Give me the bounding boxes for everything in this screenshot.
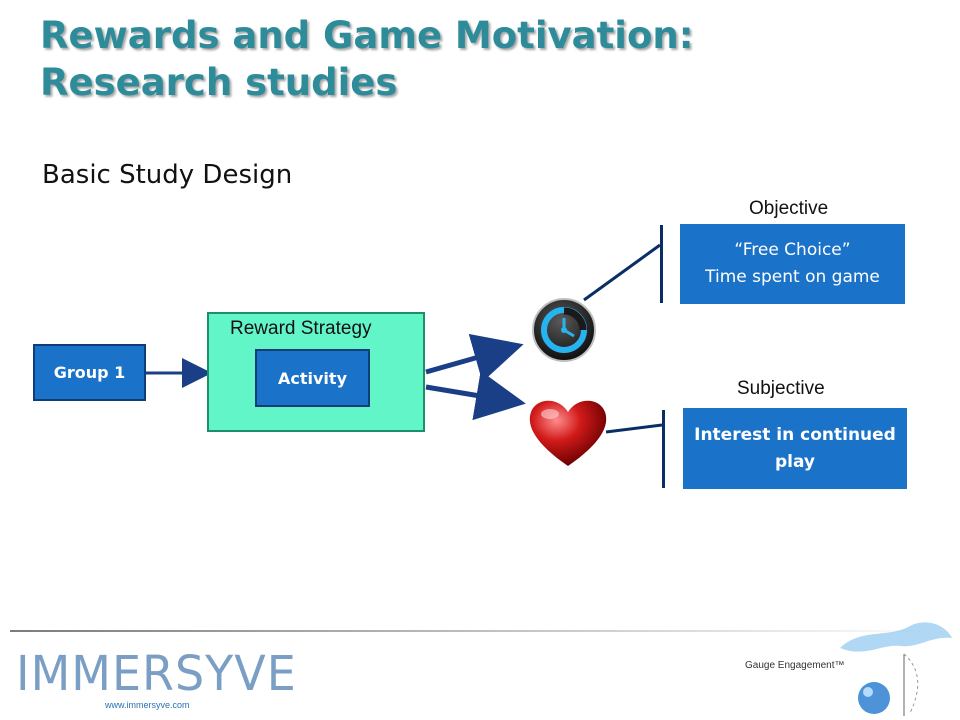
objective-box-line-1: “Free Choice” [734, 240, 851, 260]
gauge-engagement-text: Gauge Engagement™ [745, 660, 845, 671]
subjective-bracket [662, 410, 665, 488]
clock-to-objective-line [583, 243, 661, 302]
immersyve-logo: IMMERSYVE [16, 644, 297, 702]
slide-title: Rewards and Game Motivation: Research st… [40, 12, 694, 106]
subjective-measure-box: Interest in continued play [683, 408, 907, 489]
objective-measure-box: “Free Choice” Time spent on game [680, 224, 905, 304]
slide-subtitle: Basic Study Design [42, 160, 293, 190]
group-1-label: Group 1 [53, 363, 126, 382]
footer-divider [10, 630, 950, 632]
activity-box: Activity [255, 349, 370, 407]
objective-label: Objective [749, 198, 829, 219]
objective-bracket [660, 225, 663, 303]
clock-icon [532, 298, 596, 362]
footer-url[interactable]: www.immersyve.com [105, 700, 190, 710]
objective-box-line-2: Time spent on game [705, 267, 880, 287]
title-line-2: Research studies [40, 61, 398, 104]
subjective-label: Subjective [737, 378, 825, 399]
reward-to-heart-arrow [425, 370, 526, 421]
subjective-box-line-1: Interest in continued [694, 424, 896, 445]
title-line-1: Rewards and Game Motivation: [40, 14, 694, 57]
reward-to-clock-arrow [425, 333, 524, 382]
subjective-box-line-2: play [774, 451, 816, 472]
activity-label: Activity [278, 368, 347, 388]
group-1-box: Group 1 [33, 344, 146, 401]
reward-strategy-label: Reward Strategy [230, 318, 372, 339]
heart-to-subjective-line [605, 423, 663, 434]
water-splash-icon [840, 622, 952, 716]
heart-icon [529, 400, 607, 466]
